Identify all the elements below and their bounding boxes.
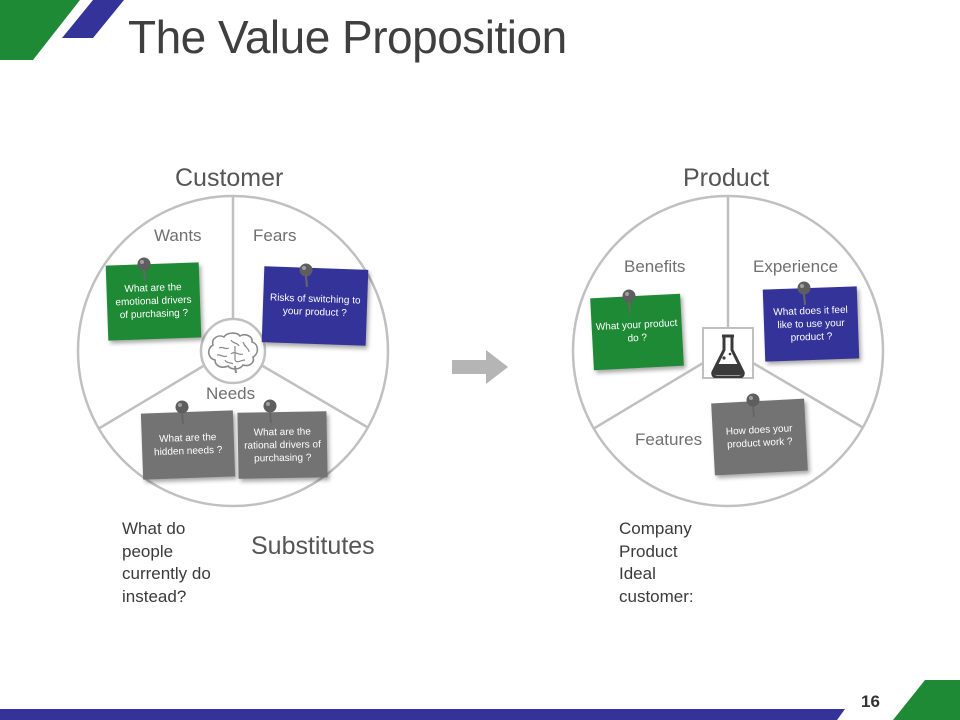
push-pin-icon xyxy=(746,393,760,418)
push-pin-icon xyxy=(263,399,277,424)
rational-drivers-note-text: What are the rational drivers of purchas… xyxy=(244,426,321,464)
push-pin-icon xyxy=(797,281,811,306)
push-pin-icon xyxy=(137,257,151,282)
push-pin-icon xyxy=(175,400,189,425)
slide-title: The Value Proposition xyxy=(128,11,567,63)
product-summary-line: Ideal xyxy=(619,564,656,583)
alternatives-question-line: currently do xyxy=(122,564,211,583)
product-summary-line: Company xyxy=(619,519,692,538)
features-label: Features xyxy=(635,430,703,449)
fears-note: Risks of switching to your product ? xyxy=(261,266,369,346)
experience-label: Experience xyxy=(753,257,839,276)
top-left-corner-decoration xyxy=(0,0,124,60)
hidden-needs-note-text: What are the hidden needs ? xyxy=(153,432,223,459)
right-arrow-icon xyxy=(452,350,508,384)
needs-label: Needs xyxy=(206,384,256,403)
page-number: 16 xyxy=(861,692,880,711)
flask-icon xyxy=(711,334,745,378)
bottom-corner-decoration xyxy=(0,680,960,720)
substitutes-heading: Substitutes xyxy=(251,532,375,560)
benefits-note-text: What your product do ? xyxy=(595,317,678,345)
push-pin-icon xyxy=(622,289,636,314)
fears-label: Fears xyxy=(253,226,297,245)
fears-note-text: Risks of switching to your product ? xyxy=(269,292,361,320)
product-summary-line: Product xyxy=(619,541,678,561)
wants-note-text: What are the emotional drivers of purcha… xyxy=(115,282,192,322)
push-pin-icon xyxy=(299,263,313,288)
customer-heading: Customer xyxy=(175,164,284,192)
alternatives-question-line: people xyxy=(122,541,174,561)
benefits-label: Benefits xyxy=(624,257,686,276)
product-heading: Product xyxy=(683,164,770,192)
benefits-note: What your product do ? xyxy=(590,293,684,371)
rational-drivers-note: What are the rational drivers of purchas… xyxy=(237,411,328,479)
product-summary-line: customer: xyxy=(619,586,694,606)
alternatives-question-line: What do xyxy=(122,519,186,538)
product-summary: Company Product Ideal customer: xyxy=(619,518,694,608)
wants-label: Wants xyxy=(154,226,202,245)
features-note-text: How does your product work ? xyxy=(725,423,793,451)
alternatives-question: What do people currently do instead? xyxy=(122,518,211,608)
wants-note: What are the emotional drivers of purcha… xyxy=(105,262,202,341)
experience-note-text: What does it feel like to use your produ… xyxy=(773,304,848,344)
brain-icon xyxy=(207,332,259,374)
alternatives-question-line: instead? xyxy=(122,586,187,606)
